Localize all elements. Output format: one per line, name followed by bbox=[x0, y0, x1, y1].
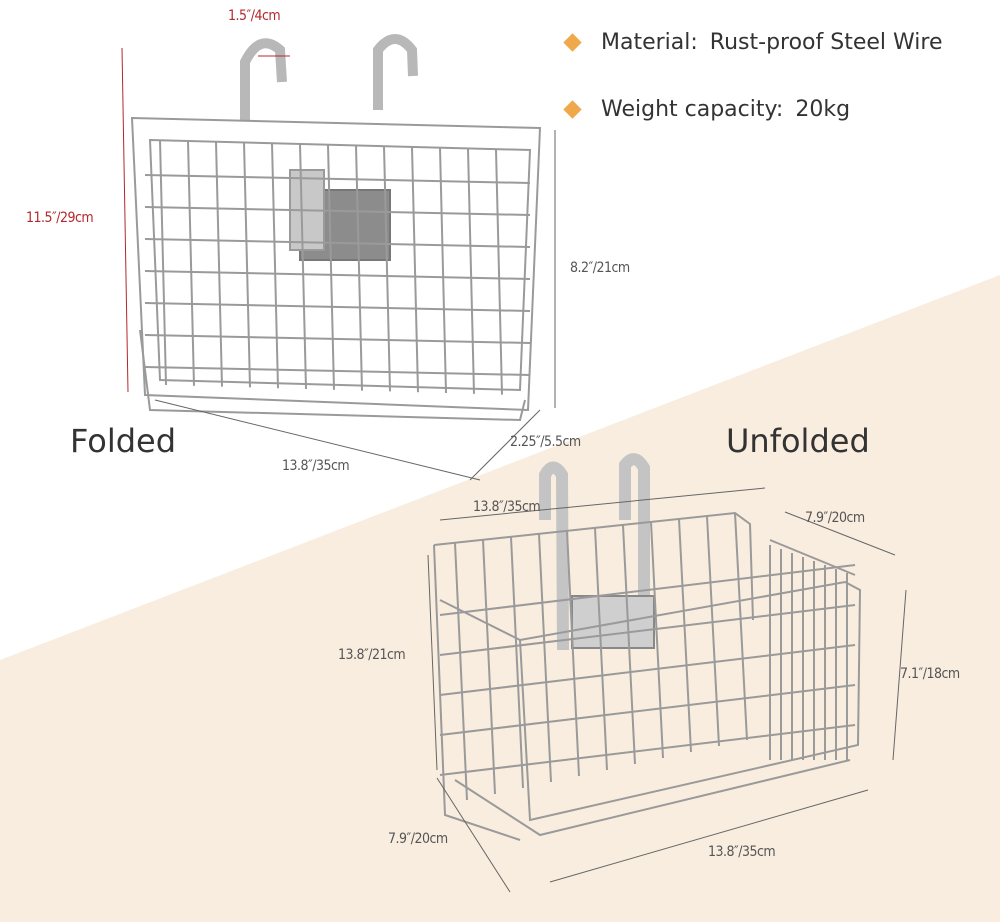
folded-red-dimension-lines bbox=[121, 47, 290, 393]
feature-label: Weight capacity: bbox=[601, 97, 784, 122]
wire bbox=[439, 147, 447, 394]
wire bbox=[144, 174, 531, 184]
wire bbox=[144, 302, 531, 312]
dim-folded-width: 13.8″/35cm bbox=[282, 458, 350, 474]
dimension-lines bbox=[154, 130, 907, 893]
dim-bottom-width: 13.8″/35cm bbox=[708, 844, 776, 860]
dim-total-height: 11.5″/29cm bbox=[26, 210, 94, 226]
wire bbox=[678, 518, 692, 753]
wire bbox=[439, 684, 856, 736]
dim-bottom-depth: 7.9″/20cm bbox=[388, 831, 448, 847]
wire bbox=[706, 515, 720, 747]
wire bbox=[734, 512, 748, 741]
feature-material: Material: Rust-proof Steel Wire bbox=[563, 30, 943, 55]
wire bbox=[271, 143, 279, 389]
dim-folded-depth: 2.25″/5.5cm bbox=[510, 434, 581, 450]
feature-value: Rust-proof Steel Wire bbox=[709, 30, 943, 55]
wire bbox=[144, 334, 531, 344]
wire bbox=[144, 206, 531, 216]
dim-folded-height: 8.2″/21cm bbox=[570, 260, 630, 276]
unfolded-title: Unfolded bbox=[726, 422, 870, 460]
wire bbox=[467, 148, 475, 394]
wire bbox=[566, 530, 580, 777]
folded-basket-image bbox=[130, 34, 542, 422]
feature-label: Material: bbox=[601, 30, 698, 55]
feature-value: 20kg bbox=[795, 97, 851, 122]
dim-front-height: 13.8″/21cm bbox=[338, 647, 406, 663]
dim-top-width: 13.8″/35cm bbox=[473, 499, 541, 515]
wire bbox=[144, 270, 531, 280]
dim-side-height: 7.1″/18cm bbox=[900, 666, 960, 682]
wire bbox=[495, 149, 503, 395]
wire bbox=[439, 564, 856, 616]
beige-background-band bbox=[0, 275, 1000, 922]
wire bbox=[299, 143, 307, 390]
wire bbox=[594, 527, 608, 771]
wire bbox=[538, 533, 552, 783]
dim-top-depth: 7.9″/20cm bbox=[805, 510, 865, 526]
wire bbox=[144, 366, 531, 376]
wire bbox=[144, 238, 531, 248]
dim-hook-width: 1.5″/4cm bbox=[228, 8, 281, 24]
wire bbox=[439, 724, 856, 776]
wire bbox=[439, 604, 856, 656]
wire bbox=[355, 145, 363, 391]
wire bbox=[411, 147, 419, 393]
wire bbox=[383, 146, 391, 392]
wire bbox=[650, 521, 664, 759]
folded-title: Folded bbox=[70, 422, 177, 460]
wire bbox=[327, 144, 335, 390]
unfolded-basket-image bbox=[433, 453, 862, 841]
feature-weight-capacity: Weight capacity: 20kg bbox=[563, 97, 851, 122]
wire bbox=[215, 141, 223, 387]
diamond-bullet-icon bbox=[563, 100, 582, 119]
wire bbox=[187, 140, 195, 386]
wire bbox=[510, 536, 524, 789]
wire bbox=[482, 539, 496, 795]
wire bbox=[243, 142, 251, 388]
wire bbox=[454, 542, 468, 801]
wire bbox=[439, 644, 856, 696]
wire bbox=[622, 524, 636, 765]
diamond-bullet-icon bbox=[563, 33, 582, 52]
wire bbox=[159, 139, 167, 386]
